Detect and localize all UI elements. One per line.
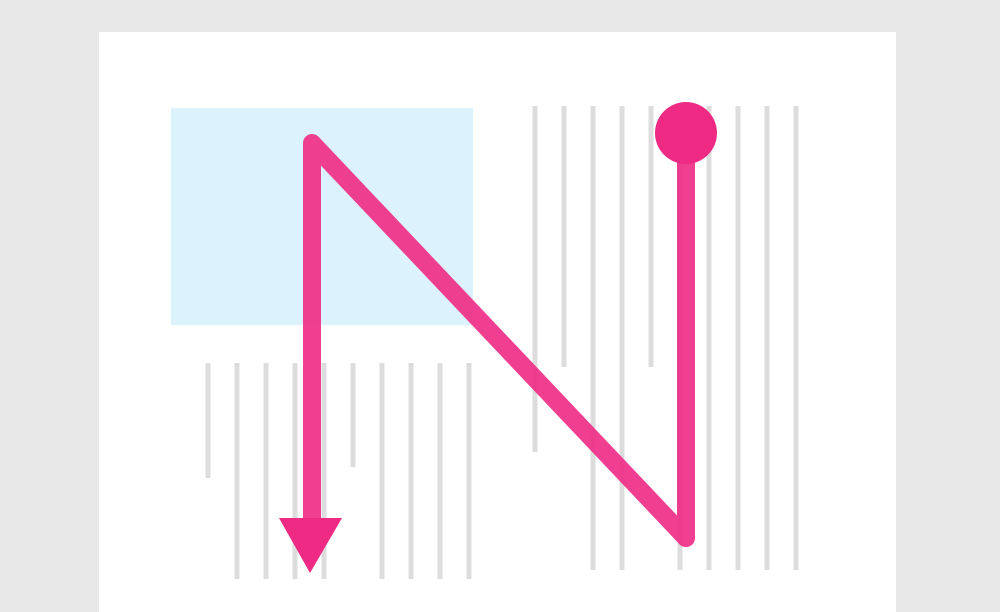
reading-path: [279, 102, 717, 573]
arrowhead-down-icon: [279, 518, 342, 573]
start-dot-icon: [655, 102, 717, 164]
reading-path-line: [303, 124, 695, 547]
